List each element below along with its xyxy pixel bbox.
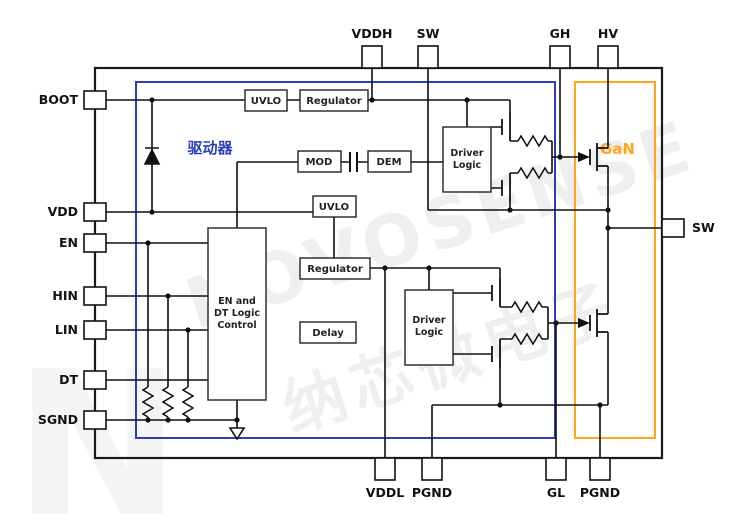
- pin-label: HIN: [52, 288, 78, 303]
- block-label: Delay: [312, 328, 344, 339]
- pin-vddh: VDDH: [352, 26, 393, 69]
- bootstrap-diode-symbol: [143, 147, 161, 165]
- pin-label: VDDL: [366, 485, 404, 500]
- block-delay: Delay: [299, 321, 357, 344]
- capacitor-symbol: [349, 152, 358, 172]
- block-driver-logic-low: Driver Logic: [404, 289, 454, 366]
- block-label: Driver: [412, 315, 445, 326]
- pin-pad: [417, 45, 439, 69]
- driver-region-label: 驱动器: [187, 139, 233, 157]
- pin-label: VDD: [48, 204, 78, 219]
- block-driver-logic-high: Driver Logic: [442, 126, 492, 193]
- block-label: DT Logic: [214, 308, 260, 319]
- pin-hv: HV: [597, 26, 619, 69]
- block-uvlo-top: UVLO: [244, 89, 288, 112]
- block-box: [299, 89, 369, 112]
- pin-gh: GH: [549, 26, 571, 69]
- pin-pad: [421, 457, 443, 481]
- block-box: [244, 89, 288, 112]
- block-label: Regulator: [307, 264, 363, 275]
- pin-pgnd-right: PGND: [580, 457, 620, 500]
- pin-label: EN: [59, 235, 78, 250]
- pin-pad: [545, 457, 567, 481]
- pin-label: BOOT: [39, 92, 79, 107]
- pin-pad: [374, 457, 396, 481]
- pin-pad: [549, 45, 571, 69]
- driver-output-fets-high: [501, 112, 511, 202]
- gan-region-outline: [574, 81, 656, 439]
- resistors: [141, 134, 549, 418]
- pin-lin: LIN: [55, 320, 107, 340]
- wires: [106, 68, 662, 458]
- pin-pad: [83, 370, 107, 390]
- block-label: Driver: [450, 148, 483, 159]
- driver-region-outline: [135, 81, 556, 439]
- block-label: Logic: [453, 160, 481, 171]
- pin-gl: GL: [545, 457, 567, 500]
- pin-pad: [83, 233, 107, 253]
- block-regulator-mid: Regulator: [299, 257, 371, 280]
- pin-label: DT: [59, 372, 78, 387]
- block-label: UVLO: [251, 96, 281, 107]
- block-box: [442, 126, 492, 193]
- pin-label: PGND: [580, 485, 620, 500]
- pin-vdd: VDD: [48, 202, 107, 222]
- pin-label: SW: [692, 220, 715, 235]
- pin-boot: BOOT: [39, 90, 107, 110]
- pin-dt: DT: [59, 370, 107, 390]
- block-label: Regulator: [306, 96, 362, 107]
- signal-ground-symbol: [228, 427, 246, 441]
- pin-hin: HIN: [52, 286, 107, 306]
- pin-label: GL: [547, 485, 565, 500]
- block-label: UVLO: [319, 202, 349, 213]
- block-mod: MOD: [297, 150, 342, 173]
- gan-region-label: GaN: [600, 140, 635, 158]
- pin-label: GH: [550, 26, 571, 41]
- pin-pgnd-left: PGND: [412, 457, 452, 500]
- pin-pad: [83, 90, 107, 110]
- pin-pad: [83, 202, 107, 222]
- pin-en: EN: [59, 233, 107, 253]
- pin-sw-right: SW: [661, 218, 715, 238]
- pin-label: PGND: [412, 485, 452, 500]
- block-box: [297, 150, 342, 173]
- pin-label: VDDH: [352, 26, 393, 41]
- pin-pad: [661, 218, 685, 238]
- pin-label: SGND: [38, 412, 78, 427]
- pin-pad: [589, 457, 611, 481]
- block-box: [207, 227, 267, 401]
- block-label: Logic: [415, 327, 443, 338]
- pin-label: HV: [598, 26, 618, 41]
- pin-pad: [361, 45, 383, 69]
- block-box: [299, 321, 357, 344]
- pin-label: SW: [417, 26, 440, 41]
- pin-label: LIN: [55, 322, 78, 337]
- pin-pad: [83, 286, 107, 306]
- block-uvlo-mid: UVLO: [312, 195, 357, 218]
- driver-output-fets-low: [491, 278, 501, 368]
- block-label: MOD: [306, 157, 333, 168]
- gate-arrow-high: [578, 152, 590, 162]
- block-box: [299, 257, 371, 280]
- pin-pad: [597, 45, 619, 69]
- block-en-dt-logic-control: EN and DT Logic Control: [207, 227, 267, 401]
- block-box: [404, 289, 454, 366]
- pin-sgnd: SGND: [38, 410, 107, 430]
- block-label: EN and: [218, 296, 256, 307]
- block-dem: DEM: [367, 150, 412, 173]
- block-regulator-top: Regulator: [299, 89, 369, 112]
- block-label: Control: [217, 320, 256, 331]
- pin-sw-top: SW: [417, 26, 440, 69]
- block-box: [312, 195, 357, 218]
- pin-pad: [83, 410, 107, 430]
- block-label: DEM: [376, 157, 401, 168]
- pin-pad: [83, 320, 107, 340]
- pin-vddl: VDDL: [366, 457, 404, 500]
- gate-arrow-low: [578, 318, 590, 328]
- block-box: [367, 150, 412, 173]
- junction-dots: [145, 97, 611, 423]
